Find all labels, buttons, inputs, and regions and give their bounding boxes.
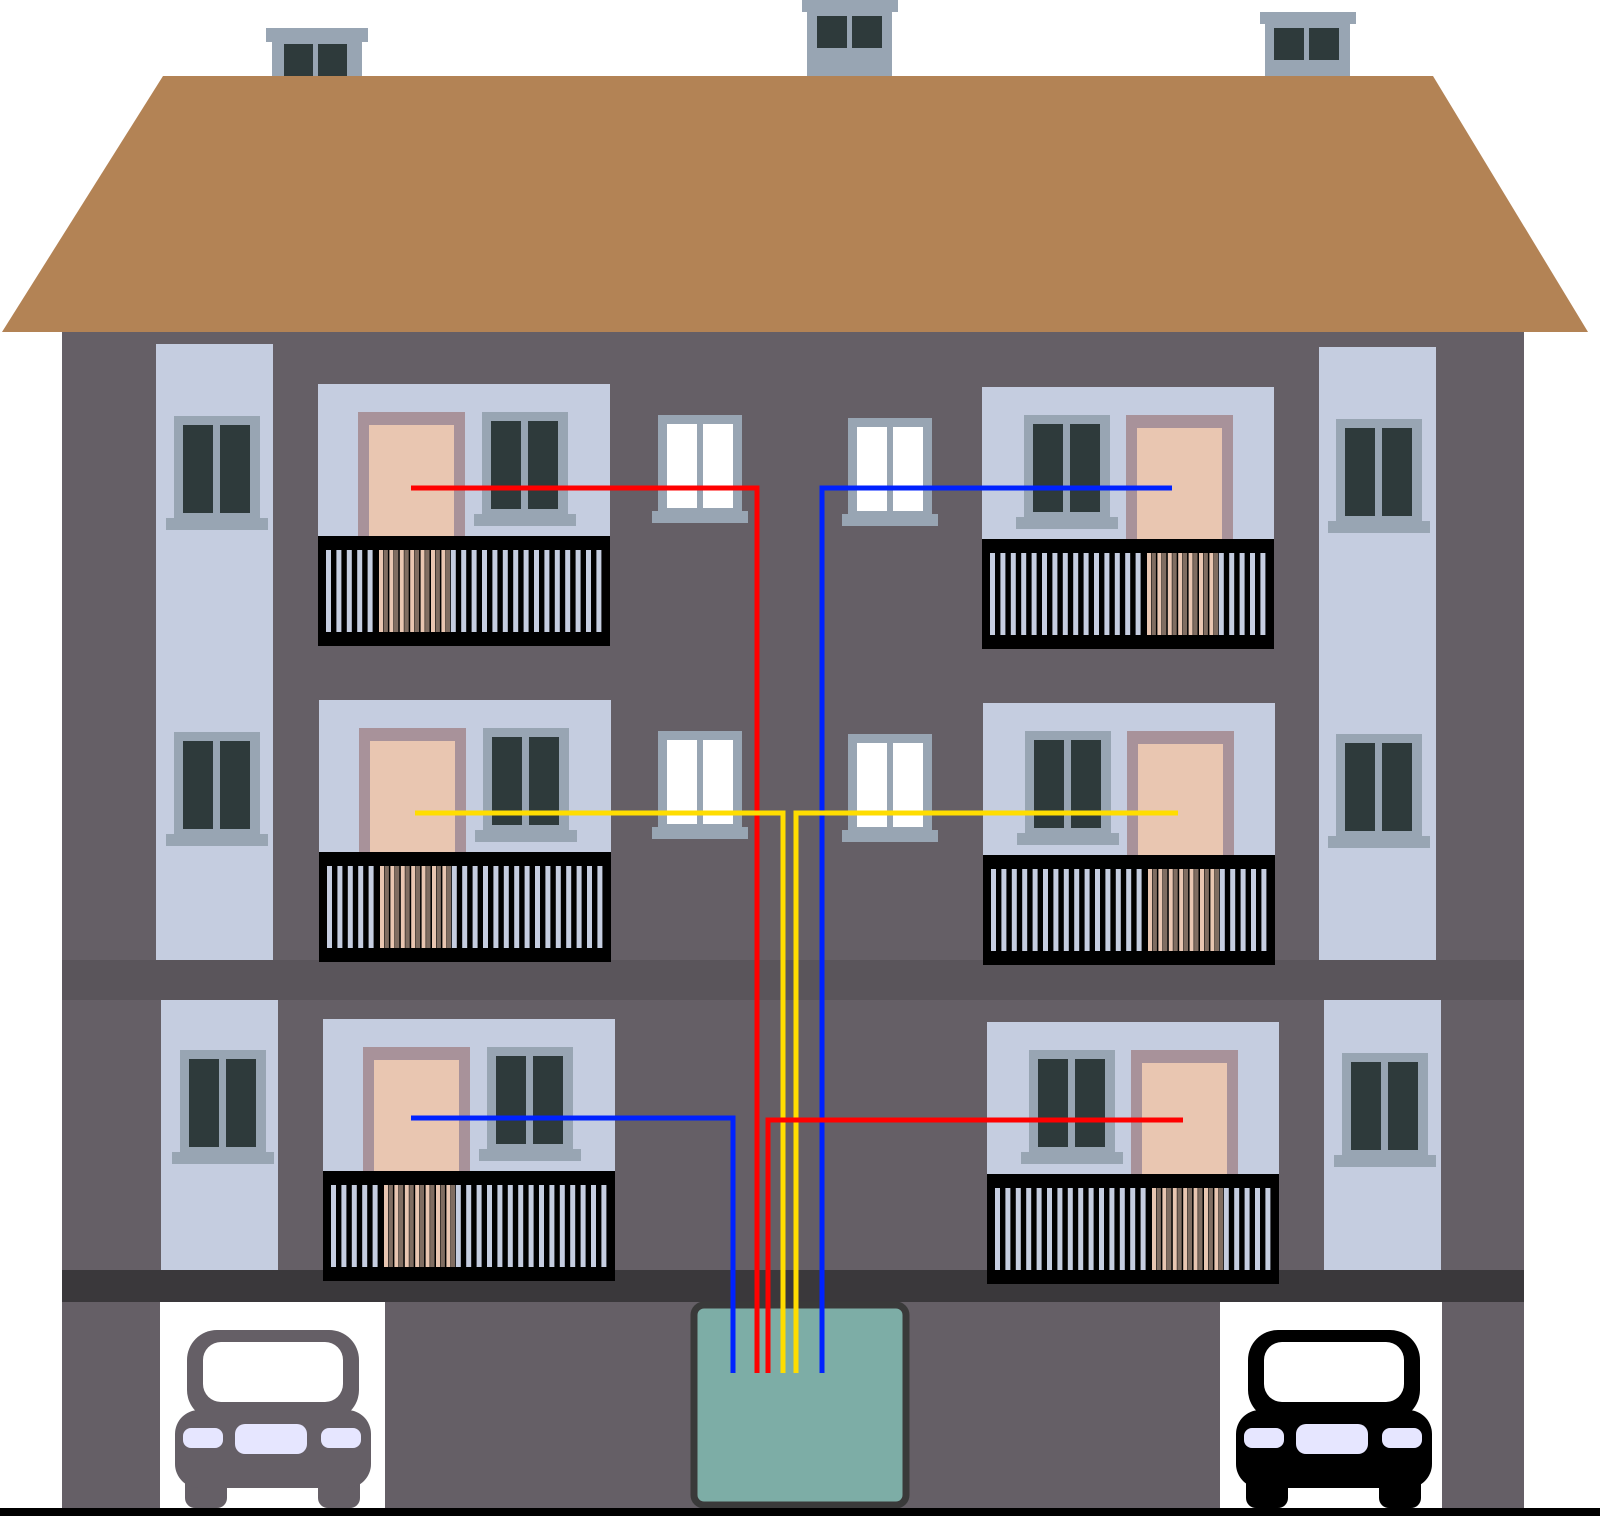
ground-line bbox=[0, 1508, 1600, 1516]
side-window bbox=[1328, 734, 1430, 848]
balcony-bar-door bbox=[1168, 869, 1173, 951]
distribution-box bbox=[690, 1301, 910, 1509]
grille bbox=[1296, 1424, 1368, 1454]
side-window bbox=[1328, 419, 1430, 533]
balcony-bar-door bbox=[425, 1185, 430, 1267]
balcony-bar-door bbox=[1152, 1188, 1156, 1270]
unit-window bbox=[1021, 1050, 1123, 1164]
balcony bbox=[983, 855, 1275, 965]
unit-window bbox=[475, 728, 577, 842]
balcony bbox=[318, 536, 610, 646]
car-windshield bbox=[203, 1342, 343, 1402]
balcony bbox=[987, 1174, 1279, 1284]
balcony-bar-door bbox=[399, 550, 404, 632]
center-window bbox=[842, 734, 938, 842]
balcony bbox=[323, 1171, 615, 1281]
balcony-bar-door bbox=[1209, 553, 1214, 635]
balcony-bar-door bbox=[411, 866, 416, 948]
balcony-bar-door bbox=[442, 866, 447, 948]
side-windows bbox=[166, 416, 1436, 1167]
side-window bbox=[166, 732, 268, 846]
balcony bbox=[319, 852, 611, 962]
side-window bbox=[172, 1050, 274, 1164]
balcony-bar-door bbox=[415, 1185, 420, 1267]
balcony-bar-door bbox=[384, 1185, 388, 1267]
balcony-bar-door bbox=[1172, 1188, 1177, 1270]
car-windshield bbox=[1264, 1342, 1404, 1402]
car-left bbox=[175, 1330, 371, 1508]
balcony-bar-door bbox=[1148, 869, 1152, 951]
balcony-bar-door bbox=[1162, 1188, 1167, 1270]
apartment-unit bbox=[319, 700, 611, 962]
roof bbox=[2, 76, 1588, 332]
balcony-bar-door bbox=[1200, 869, 1204, 951]
unit-window bbox=[474, 412, 576, 526]
balcony-bar-door bbox=[432, 866, 436, 948]
balcony bbox=[982, 539, 1274, 649]
apartment-unit bbox=[983, 703, 1275, 965]
unit-window bbox=[1017, 731, 1119, 845]
balcony-bar-door bbox=[1214, 1188, 1219, 1270]
unit-window bbox=[479, 1047, 581, 1161]
side-window bbox=[1334, 1053, 1436, 1167]
grille bbox=[235, 1424, 307, 1454]
floor-band bbox=[62, 960, 1524, 1000]
car-right bbox=[1236, 1330, 1432, 1508]
apartment-unit bbox=[323, 1019, 615, 1281]
center-windows bbox=[652, 415, 938, 842]
balcony-bar-door bbox=[410, 550, 415, 632]
cable-yellow-middle-left bbox=[415, 810, 786, 1373]
balcony-bar-door bbox=[420, 550, 425, 632]
balcony-bar-door bbox=[421, 866, 426, 948]
apartment-unit bbox=[318, 384, 610, 646]
balcony-bar-door bbox=[390, 866, 395, 948]
balcony-bar-door bbox=[441, 550, 446, 632]
balcony-bar-door bbox=[1199, 553, 1203, 635]
center-window bbox=[652, 415, 748, 523]
balcony-bar-door bbox=[1210, 869, 1215, 951]
balcony-bar-door bbox=[1204, 1188, 1208, 1270]
cable-yellow-middle-right bbox=[793, 810, 1178, 1373]
balcony-bar-door bbox=[1193, 1188, 1198, 1270]
balcony-bar-door bbox=[431, 550, 435, 632]
ground-floor-ledge bbox=[62, 1270, 1524, 1302]
cable-blue-top-right bbox=[819, 485, 1172, 1373]
headlight-icon bbox=[1244, 1428, 1284, 1448]
headlight-icon bbox=[183, 1428, 223, 1448]
balcony-bar-door bbox=[394, 1185, 399, 1267]
cable-blue-bottom-left bbox=[411, 1115, 736, 1373]
balcony-bar-door bbox=[1157, 553, 1162, 635]
center-window bbox=[842, 418, 938, 526]
balcony-bar-door bbox=[404, 1185, 409, 1267]
balcony-bar-door bbox=[436, 1185, 440, 1267]
unit-window bbox=[1016, 415, 1118, 529]
balcony-bar-door bbox=[1188, 553, 1193, 635]
headlight-icon bbox=[1382, 1428, 1422, 1448]
balcony-bar-door bbox=[446, 1185, 451, 1267]
apartment-unit bbox=[987, 1022, 1279, 1284]
cable-red-top-left bbox=[411, 485, 760, 1373]
center-window bbox=[652, 731, 748, 839]
balcony-bar-door bbox=[389, 550, 394, 632]
balcony-bar-door bbox=[1183, 1188, 1188, 1270]
balcony-bar-door bbox=[1167, 553, 1172, 635]
balcony-bar-door bbox=[379, 550, 383, 632]
side-window bbox=[166, 416, 268, 530]
apartment-units bbox=[318, 384, 1279, 1284]
balcony-bar-door bbox=[400, 866, 405, 948]
balcony-bar-door bbox=[1189, 869, 1194, 951]
apartment-unit bbox=[982, 387, 1274, 649]
balcony-bar-door bbox=[1178, 553, 1183, 635]
balcony-bar-door bbox=[1179, 869, 1184, 951]
cables bbox=[411, 485, 1183, 1373]
cable-red-bottom-right bbox=[765, 1117, 1183, 1373]
balcony-bar-door bbox=[1158, 869, 1163, 951]
balcony-bar-door bbox=[1147, 553, 1151, 635]
headlight-icon bbox=[321, 1428, 361, 1448]
balcony-bar-door bbox=[380, 866, 384, 948]
